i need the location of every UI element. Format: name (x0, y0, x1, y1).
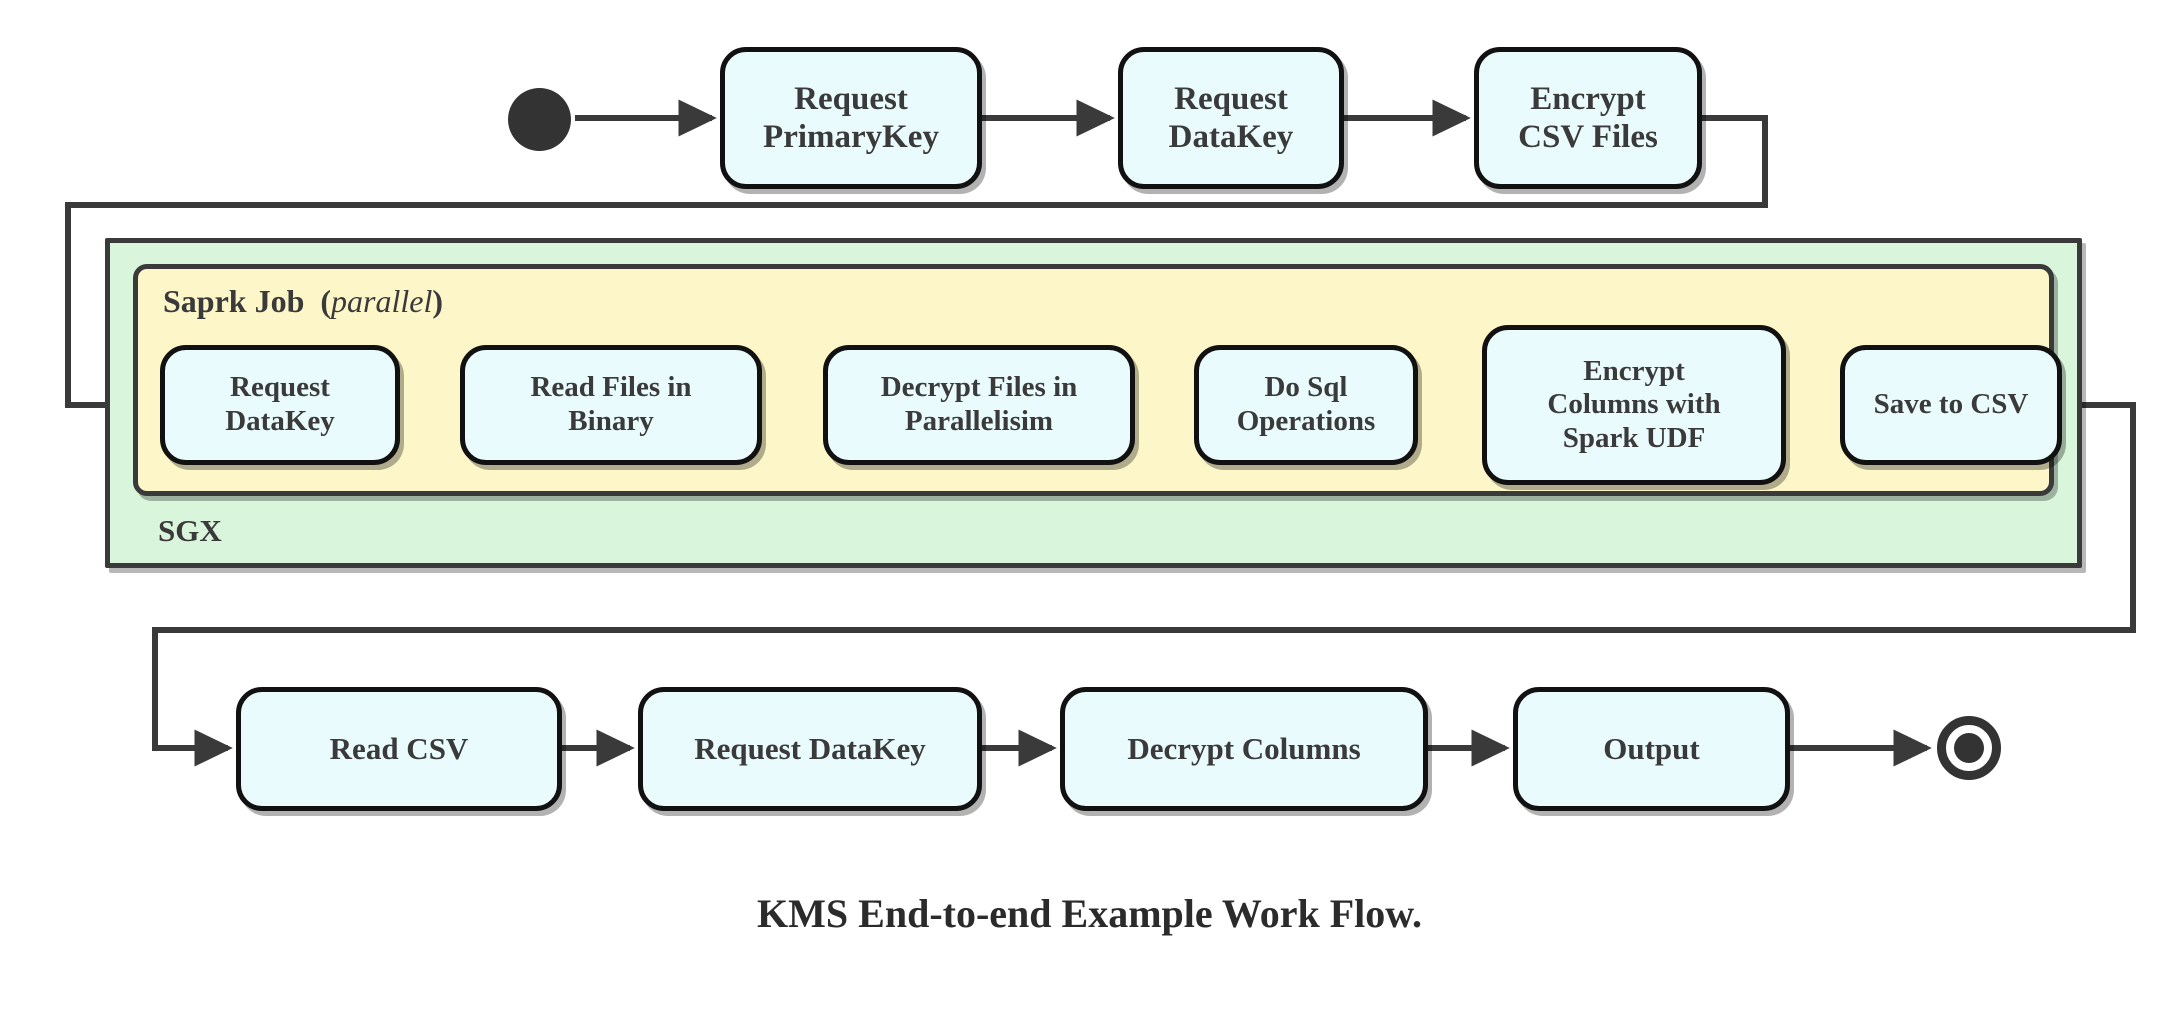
line-1: Request (794, 80, 908, 117)
node-request-primarykey[interactable]: Request PrimaryKey (720, 47, 982, 189)
line-2: DataKey (1168, 119, 1294, 155)
group-spark-job-label: Saprk Job (parallel) (163, 283, 443, 320)
node-decrypt-files-in-parallelisim[interactable]: Decrypt Files in Parallelisim (823, 345, 1135, 465)
group-sgx-label: SGX (158, 513, 222, 549)
start-node (508, 88, 571, 151)
line-1: Decrypt Columns (1127, 731, 1361, 767)
node-output[interactable]: Output (1513, 687, 1790, 811)
line-2: Parallelisim (904, 405, 1054, 437)
node-do-sql-operations[interactable]: Do Sql Operations (1194, 345, 1418, 465)
line-1: Save to CSV (1873, 388, 2029, 421)
group-sgx-label-text: SGX (158, 513, 222, 548)
diagram-caption-text: KMS End-to-end Example Work Flow. (757, 891, 1422, 936)
line-1: Request (1174, 80, 1288, 117)
node-do-sql-operations-label: Do Sql Operations (1221, 371, 1392, 438)
node-request-primarykey-label: Request PrimaryKey (747, 80, 955, 157)
line-2: Operations (1236, 405, 1376, 437)
node-output-label: Output (1587, 731, 1715, 767)
line-2: CSV Files (1518, 119, 1658, 155)
line-1: Encrypt (1530, 80, 1646, 117)
node-request-datakey-bottom[interactable]: Request DataKey (638, 687, 982, 811)
line-2: Columns with (1547, 388, 1721, 421)
diagram-caption: KMS End-to-end Example Work Flow. (0, 890, 2179, 937)
group-spark-job-label-paren: (parallel) (312, 283, 444, 319)
node-encrypt-columns-with-spark-udf[interactable]: Encrypt Columns with Spark UDF (1482, 325, 1786, 485)
line-1: Read CSV (329, 731, 469, 767)
node-request-datakey-top[interactable]: Request DataKey (1118, 47, 1344, 189)
node-request-datakey-spark[interactable]: Request DataKey (160, 345, 400, 465)
line-1: Decrypt Files in (880, 371, 1078, 404)
line-2: DataKey (225, 405, 335, 437)
line-2: PrimaryKey (763, 119, 939, 155)
line-1: Do Sql (1264, 371, 1348, 404)
line-1: Request (230, 371, 330, 404)
node-decrypt-columns-label: Decrypt Columns (1111, 731, 1376, 767)
node-read-csv[interactable]: Read CSV (236, 687, 562, 811)
line-1: Output (1603, 731, 1700, 767)
line-1: Read Files in (530, 371, 692, 404)
node-encrypt-columns-with-spark-udf-label: Encrypt Columns with Spark UDF (1531, 355, 1736, 456)
end-node-inner-dot (1954, 733, 1984, 763)
line-1: Request DataKey (694, 731, 926, 767)
node-request-datakey-top-label: Request DataKey (1153, 80, 1310, 157)
group-spark-job-label-text: Saprk Job (163, 283, 305, 319)
node-save-to-csv[interactable]: Save to CSV (1840, 345, 2062, 465)
node-request-datakey-spark-label: Request DataKey (209, 371, 351, 438)
node-save-to-csv-label: Save to CSV (1858, 388, 2045, 422)
line-1: Encrypt (1583, 354, 1685, 387)
node-decrypt-columns[interactable]: Decrypt Columns (1060, 687, 1428, 811)
line-3: Spark UDF (1562, 421, 1706, 454)
node-read-files-in-binary-label: Read Files in Binary (514, 371, 707, 438)
line-2: Binary (568, 405, 654, 437)
node-encrypt-csv-files[interactable]: Encrypt CSV Files (1474, 47, 1702, 189)
node-decrypt-files-in-parallelisim-label: Decrypt Files in Parallelisim (865, 371, 1094, 438)
node-read-csv-label: Read CSV (314, 731, 485, 767)
group-spark-job-label-italic: parallel (331, 283, 433, 319)
node-read-files-in-binary[interactable]: Read Files in Binary (460, 345, 762, 465)
node-encrypt-csv-files-label: Encrypt CSV Files (1502, 80, 1674, 157)
node-request-datakey-bottom-label: Request DataKey (678, 731, 942, 767)
